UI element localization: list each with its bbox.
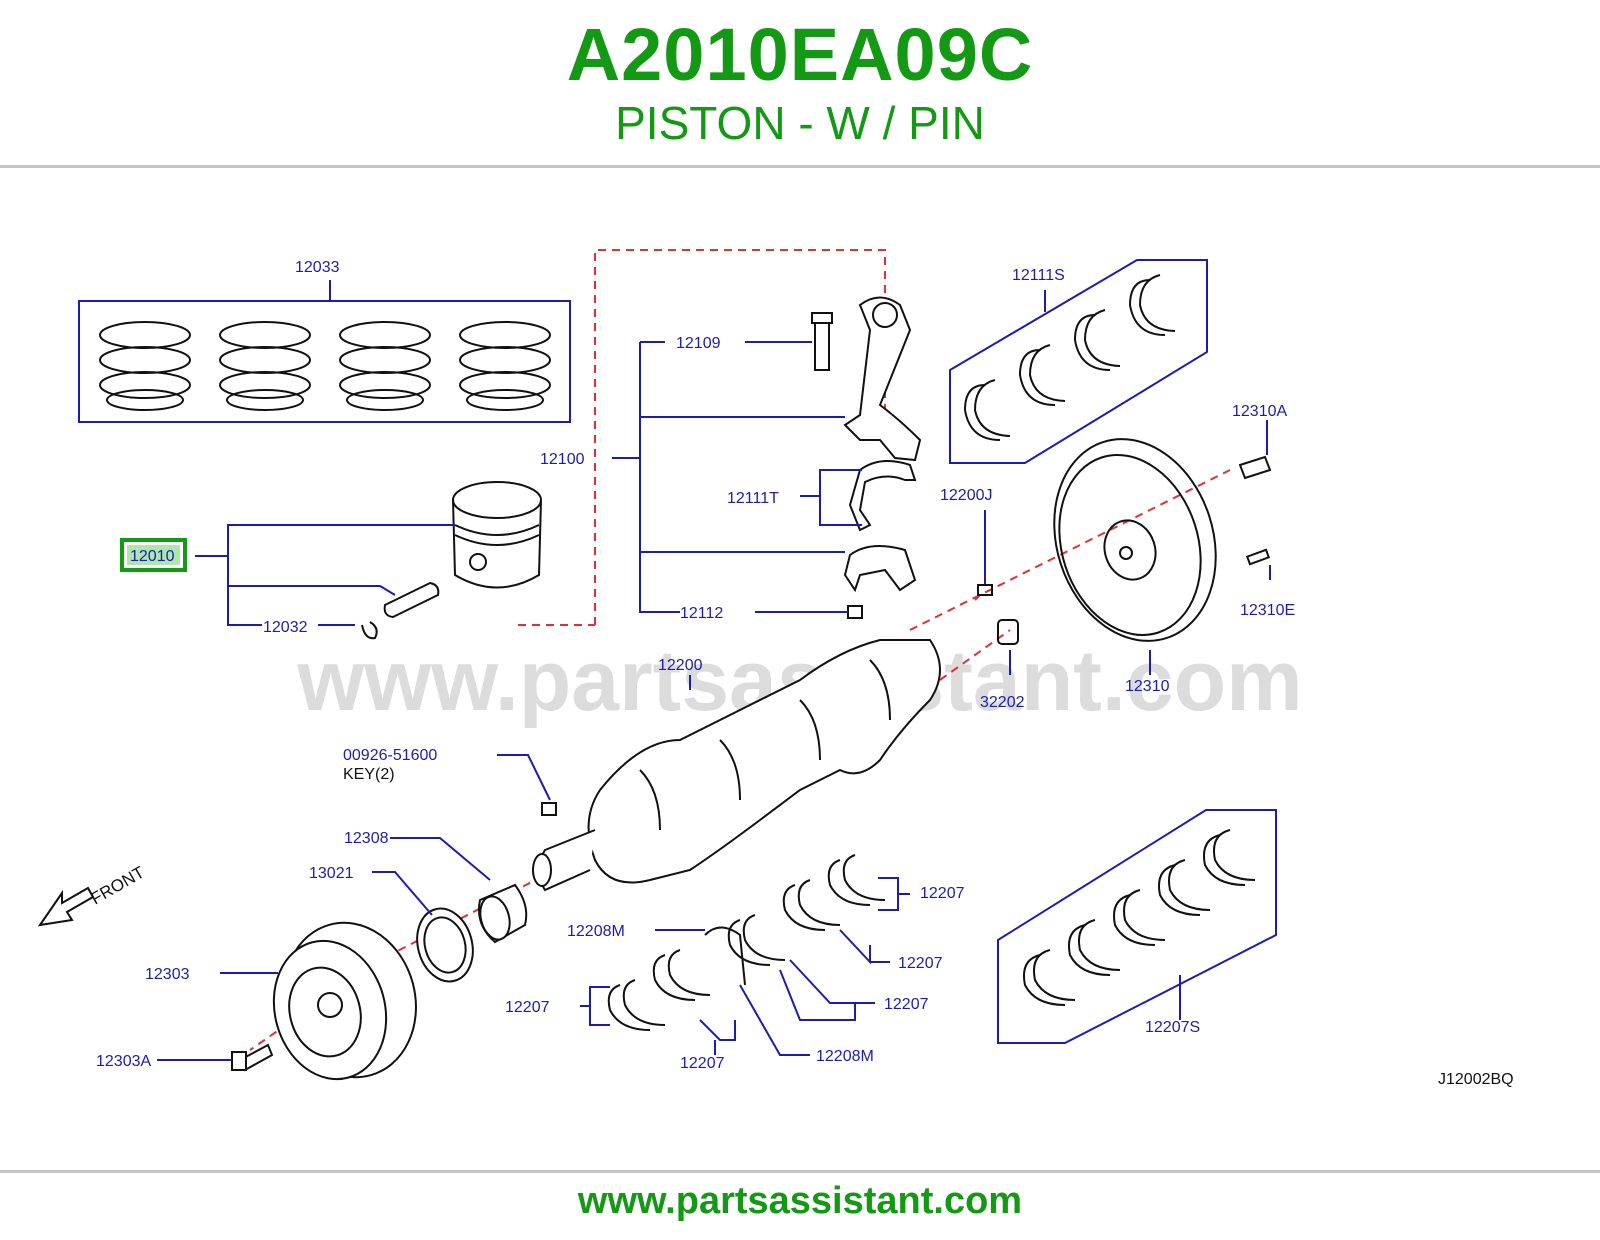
callout-12033: 12033 [295, 259, 340, 276]
upper-main-bearing-set [949, 259, 1208, 464]
callout-12207S: 12207S [1145, 1019, 1200, 1036]
callout-lines-front [157, 837, 491, 1061]
callout-lines-flywheel [984, 420, 1271, 675]
snap-ring-drawing [361, 621, 378, 640]
callout-12310: 12310 [1125, 678, 1170, 695]
pilot-bushing-drawing [977, 584, 1019, 645]
page-header: A2010EA09C PISTON - W / PIN [0, 0, 1600, 168]
callout-12303A: 12303A [96, 1053, 151, 1070]
footer-website-link[interactable]: www.partsassistant.com [577, 1180, 1023, 1222]
crank-sprocket-drawing [416, 907, 474, 983]
exploded-parts-diagram: www.partsassistant.com [37, 249, 1514, 1088]
front-arrow-icon [37, 886, 95, 927]
callout-00926-51600: 00926-51600 [343, 747, 437, 764]
piston-ring-set-3 [339, 321, 431, 411]
header-divider [0, 165, 1600, 168]
callout-12032: 12032 [263, 619, 308, 636]
callout-12207-bottom: 12207 [680, 1055, 725, 1072]
callout-12111T: 12111T [727, 490, 779, 507]
lower-bearings-drawing [607, 854, 886, 1031]
crank-pulley-drawing [231, 921, 417, 1081]
callout-labels: 12033 12010 12032 12109 12100 12111T 121… [96, 259, 1514, 1088]
callout-12207-a: 12207 [920, 885, 965, 902]
woodruff-key-drawing [541, 802, 557, 816]
front-label: FRONT [88, 863, 148, 909]
callout-12207-b: 12207 [898, 955, 943, 972]
callout-12112: 12112 [680, 605, 723, 622]
lower-main-bearing-set [997, 809, 1277, 1044]
callout-12207-c: 12207 [884, 996, 929, 1013]
callout-lines-piston [195, 524, 455, 626]
callout-12010: 12010 [130, 548, 175, 565]
piston-drawing [361, 481, 542, 640]
callout-lines-conrod [612, 341, 862, 613]
callout-32202: 32202 [980, 694, 1025, 711]
piston-ring-set-4 [459, 321, 551, 411]
callout-12310E: 12310E [1240, 602, 1295, 619]
crank-spacer-drawing [478, 883, 528, 944]
piston-pin-drawing [383, 581, 440, 619]
callout-13021: 13021 [309, 865, 354, 882]
callout-lines-crank [497, 675, 691, 801]
part-name-subtitle: PISTON - W / PIN [615, 97, 985, 149]
callout-12100: 12100 [540, 451, 585, 468]
callout-12308: 12308 [344, 830, 389, 847]
callout-12200J: 12200J [940, 487, 993, 504]
part-number-title: A2010EA09C [566, 13, 1034, 96]
callout-12310A: 12310A [1232, 403, 1287, 420]
callout-12208M-bottom: 12208M [816, 1048, 874, 1065]
crankshaft-drawing [532, 639, 941, 892]
callout-lines-lower-bearings [580, 877, 910, 1056]
callout-12109: 12109 [676, 335, 721, 352]
piston-ring-set-1 [99, 321, 191, 411]
callout-12303: 12303 [145, 966, 190, 983]
callout-12207-left: 12207 [505, 999, 550, 1016]
callout-12208M-top: 12208M [567, 923, 625, 940]
footer-divider [0, 1170, 1600, 1173]
highlighted-callout-fill [127, 545, 180, 565]
diagram-code: J12002BQ [1438, 1071, 1514, 1088]
ring-set-group [78, 280, 571, 423]
connecting-rod-drawing [811, 296, 922, 619]
callout-12200: 12200 [658, 657, 703, 674]
piston-ring-set-2 [219, 321, 311, 411]
callout-12111S: 12111S [1012, 267, 1065, 284]
flywheel-drawing [1053, 438, 1272, 642]
callout-key: KEY(2) [343, 766, 395, 783]
